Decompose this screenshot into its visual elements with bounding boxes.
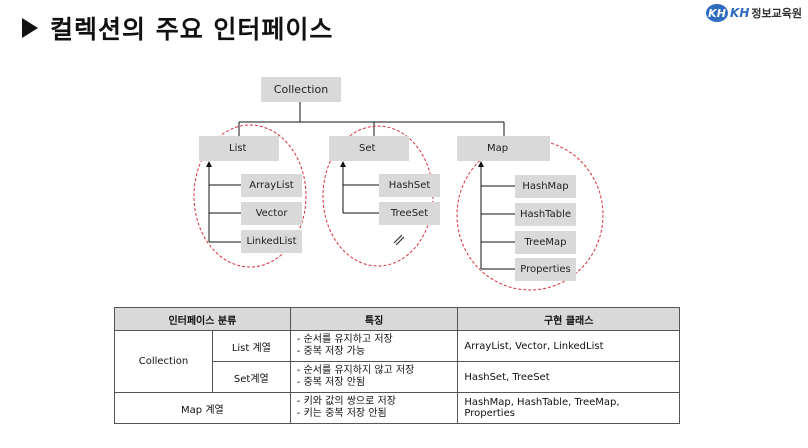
map-highlight: [456, 139, 604, 291]
collection-cell: Collection: [114, 330, 213, 393]
page-title: 컬렉션의 주요 인터페이스: [50, 15, 334, 44]
table-row: Collection List 계열 순서를 유지하고 저장 중복 저장 가능 …: [114, 330, 680, 393]
linkedlist-node: LinkedList: [241, 230, 302, 253]
map-node: Map: [457, 136, 550, 161]
header-category: 인터페이스 분류: [114, 307, 291, 331]
pen-icon: [393, 234, 405, 246]
title-row: 컬렉션의 주요 인터페이스: [8, 8, 333, 48]
logo: KH KH 정보교육원: [706, 4, 802, 22]
table-header-row: 인터페이스 분류 특징 구현 클래스: [114, 307, 680, 331]
list-arrow-icon: [206, 161, 212, 167]
logo-brand: KH: [730, 6, 750, 20]
collection-node: Collection: [261, 77, 341, 102]
set-node: Set: [329, 136, 409, 161]
map-feature-cell: 키와 값의 쌍으로 저장 키는 중복 저장 안됨: [289, 392, 459, 424]
feature-item: 중복 저장 가능: [297, 346, 452, 358]
table-row: Set계열 순서를 유지하지 않고 저장 중복 저장 안됨 HashSet, T…: [115, 361, 680, 393]
header-impl: 구현 클래스: [457, 307, 680, 331]
treeset-node: TreeSet: [379, 202, 440, 225]
treemap-node: TreeMap: [515, 231, 576, 254]
list-node: List: [199, 136, 279, 161]
hashset-node: HashSet: [379, 174, 440, 197]
set-feature-cell: 순서를 유지하지 않고 저장 중복 저장 안됨: [289, 361, 459, 393]
properties-node: Properties: [515, 258, 576, 281]
interface-table: 인터페이스 분류 특징 구현 클래스 Collection List 계열 순서…: [114, 307, 680, 424]
feature-item: 키와 값의 쌍으로 저장: [297, 396, 452, 408]
map-type-cell: Map 계열: [114, 392, 291, 424]
map-arrow-icon: [478, 161, 484, 167]
map-impl-cell: HashMap, HashTable, TreeMap, Properties: [457, 392, 680, 424]
feature-item: 순서를 유지하지 않고 저장: [297, 365, 452, 377]
feature-item: 중복 저장 안됨: [297, 377, 452, 389]
set-type-cell: Set계열: [211, 361, 291, 393]
hashmap-node: HashMap: [515, 175, 576, 198]
vector-node: Vector: [241, 202, 302, 225]
logo-mark: KH: [706, 4, 729, 22]
logo-suffix: 정보교육원: [751, 7, 802, 20]
table-row: Map 계열 키와 값의 쌍으로 저장 키는 중복 저장 안됨 HashMap,…: [114, 392, 680, 424]
header-feature: 특징: [289, 307, 459, 331]
list-type-cell: List 계열: [211, 330, 291, 362]
hashtable-node: HashTable: [515, 203, 576, 226]
set-arrow-icon: [340, 161, 346, 167]
list-feature-cell: 순서를 유지하고 저장 중복 저장 가능: [289, 330, 459, 362]
arraylist-node: ArrayList: [241, 174, 302, 197]
title-bullet-icon: [22, 18, 38, 38]
feature-item: 순서를 유지하고 저장: [297, 334, 452, 346]
set-impl-cell: HashSet, TreeSet: [457, 361, 680, 393]
list-impl-cell: ArrayList, Vector, LinkedList: [457, 330, 680, 362]
list-highlight: [193, 124, 307, 268]
feature-item: 키는 중복 저장 안됨: [297, 408, 452, 420]
